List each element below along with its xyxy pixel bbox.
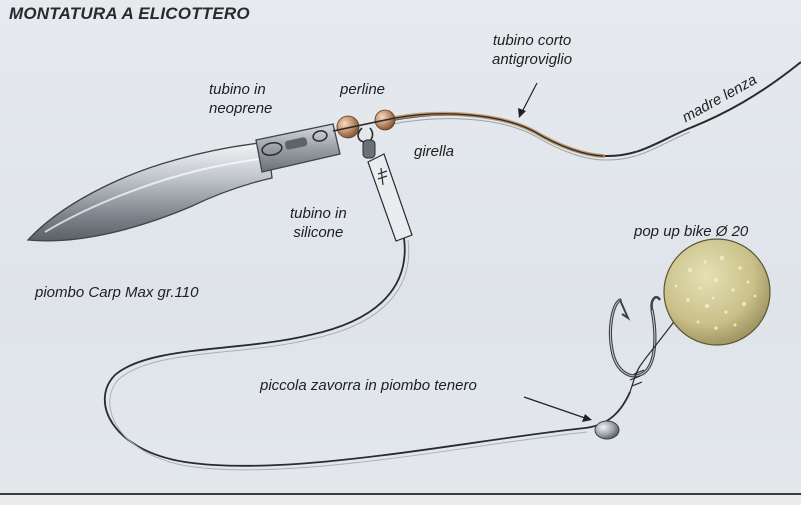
label-beads: perline <box>340 81 386 98</box>
shot-pointer-head <box>582 414 592 422</box>
anti-tangle-tube-core <box>394 113 604 157</box>
neoprene-swivel-body <box>284 137 308 150</box>
bottom-rule <box>0 493 801 495</box>
label-anti-tangle-tube-line2: antigroviglio <box>492 51 573 68</box>
label-soft-lead-shot: piccola zavorra in piombo tenero <box>260 377 477 394</box>
bead-left <box>336 115 360 139</box>
boilie-speckles <box>674 255 757 330</box>
label-neoprene-tube-line1: tubino in <box>209 81 266 98</box>
neoprene-tube <box>255 123 341 173</box>
shot-pointer <box>523 396 586 419</box>
label-silicone-tube-line1: tubino in <box>290 205 347 222</box>
anti-tangle-pointer-head <box>518 108 526 118</box>
bottom-band <box>0 495 801 505</box>
silicone-tube <box>367 153 413 242</box>
hook-link-shadow <box>109 239 588 471</box>
label-neoprene-tube-line2: neoprene <box>209 100 273 117</box>
diagram-title: MONTATURA A ELICOTTERO <box>9 4 250 23</box>
label-anti-tangle-tube: tubino corto antigroviglio <box>492 31 572 69</box>
main-line-shadow <box>386 118 691 161</box>
anti-tangle-pointer <box>521 82 538 113</box>
hook-link <box>104 237 631 467</box>
hook-barb <box>619 299 631 321</box>
silicone-tube-knot <box>377 167 388 186</box>
hook-highlight <box>609 299 656 377</box>
soft-lead-shot <box>594 420 620 440</box>
hair-whipping <box>629 369 645 387</box>
label-silicone-tube: tubino in silicone <box>290 204 347 242</box>
bead-line <box>332 117 396 132</box>
label-pop-up-boilie: pop up bike Ø 20 <box>634 223 749 240</box>
lead-weight-highlight <box>44 157 269 233</box>
label-anti-tangle-tube-line1: tubino corto <box>492 32 572 49</box>
label-silicone-tube-line2: silicone <box>293 224 344 241</box>
neoprene-swivel-ring-right <box>312 130 328 142</box>
label-swivel: girella <box>414 143 455 160</box>
hook-eye <box>650 295 662 311</box>
label-lead-weight: piombo Carp Max gr.110 <box>35 284 199 301</box>
pop-up-boilie <box>663 238 771 346</box>
hair-rig <box>629 299 691 393</box>
swivel-body <box>362 139 376 159</box>
neoprene-swivel-ring-left <box>261 142 283 156</box>
lead-weight <box>26 141 273 242</box>
label-neoprene-tube: tubino in neoprene <box>209 80 272 118</box>
